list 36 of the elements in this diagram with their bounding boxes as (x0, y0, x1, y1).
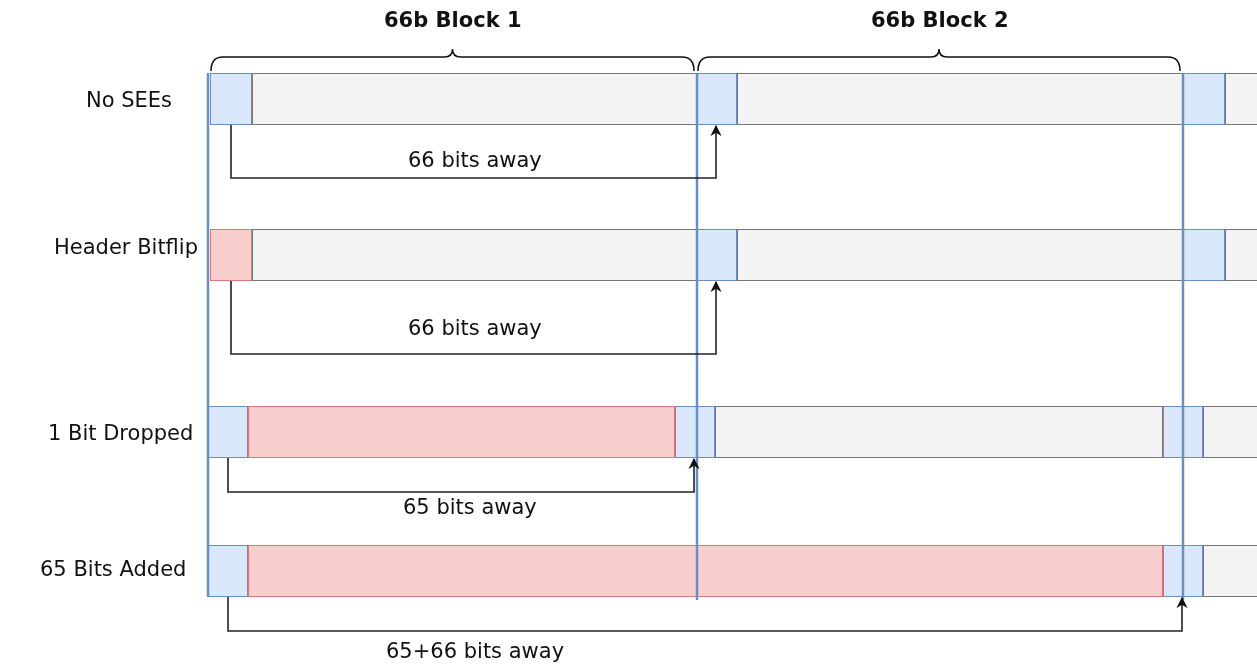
edge-label: 66 bits away (408, 318, 542, 339)
edge-label: 65+66 bits away (386, 641, 565, 662)
row-label: 1 Bit Dropped (48, 423, 194, 444)
row-label: 65 Bits Added (40, 559, 187, 580)
block-title: 66b Block 1 (384, 10, 522, 31)
arrow (230, 280, 722, 355)
payload-segment (1225, 229, 1257, 281)
edge-label: 66 bits away (408, 150, 542, 171)
arrow (227, 596, 1188, 632)
corrupted-segment (210, 229, 252, 281)
corrupted-segment (248, 406, 675, 458)
header-segment (1163, 406, 1203, 458)
payload-segment (737, 73, 1183, 125)
header-segment (207, 406, 248, 458)
row-label: Header Bitflip (54, 237, 198, 258)
header-segment (210, 73, 252, 125)
corrupted-segment (248, 545, 1163, 597)
header-segment (1183, 229, 1225, 281)
edge-label: 65 bits away (403, 497, 537, 518)
arrow (230, 124, 722, 179)
block-title: 66b Block 2 (871, 10, 1009, 31)
payload-segment (1225, 73, 1257, 125)
header-segment (1183, 73, 1225, 125)
payload-segment (252, 73, 697, 125)
payload-segment (1203, 406, 1257, 458)
header-segment (697, 229, 737, 281)
arrow (227, 457, 700, 493)
header-segment (675, 406, 715, 458)
payload-segment (252, 229, 697, 281)
row-label: No SEEs (86, 90, 173, 111)
payload-segment (737, 229, 1183, 281)
payload-segment (1203, 545, 1257, 597)
header-segment (697, 73, 737, 125)
header-segment (207, 545, 248, 597)
header-segment (1163, 545, 1203, 597)
payload-segment (715, 406, 1163, 458)
